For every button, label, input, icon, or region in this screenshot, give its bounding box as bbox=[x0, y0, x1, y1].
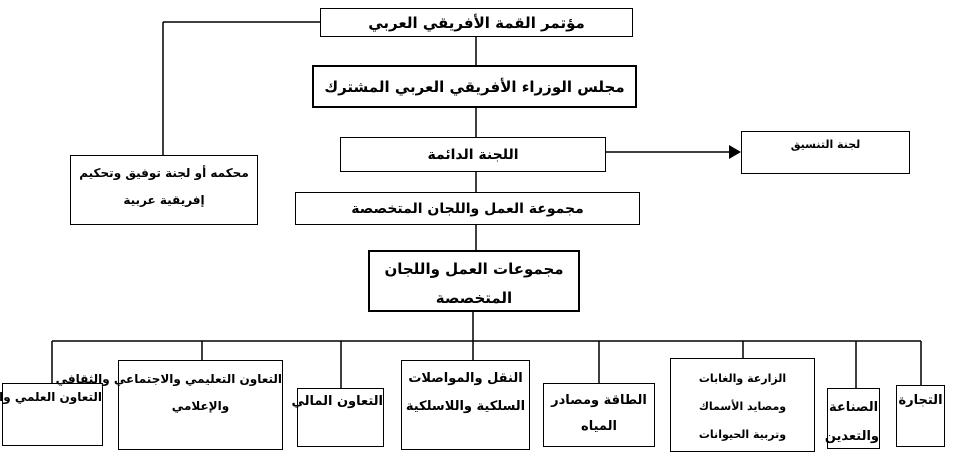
node-summit: مؤتمر القمة الأفريقي العربي bbox=[320, 8, 633, 37]
node-label: التجارة bbox=[898, 393, 943, 408]
node-committee-transport-telecom: النقل والمواصلات السلكية واللاسلكية bbox=[401, 360, 530, 450]
node-label: التعاون المالي bbox=[291, 394, 383, 409]
node-label: والتعدين bbox=[824, 429, 879, 444]
node-label: مجلس الوزراء الأفريقي العربي المشترك bbox=[324, 77, 625, 96]
node-label: السلكية واللاسلكية bbox=[405, 399, 526, 414]
node-label: مؤتمر القمة الأفريقي العربي bbox=[368, 13, 585, 32]
node-work-group: مجموعة العمل واللجان المتخصصة bbox=[295, 192, 640, 225]
node-arbitration-court: محكمه أو لجنة توفيق وتحكيم إفريقية عربية bbox=[70, 155, 258, 225]
node-committee-education-social-cultural-media: التعاون التعليمي والاجتماعي والثقافي وال… bbox=[55, 360, 283, 450]
node-label: المتخصصة bbox=[435, 289, 513, 307]
node-label: التعاون العلمي والفني bbox=[0, 390, 102, 404]
node-label: التعاون التعليمي والاجتماعي والثقافي bbox=[55, 372, 282, 386]
node-permanent-committee: اللجنة الدائمة bbox=[340, 137, 606, 172]
node-label: الزارعة والغابات bbox=[698, 372, 787, 385]
node-joint-ministers-council: مجلس الوزراء الأفريقي العربي المشترك bbox=[312, 65, 637, 108]
node-label: مجموعات العمل واللجان bbox=[384, 260, 564, 278]
node-label: الطاقة ومصادر bbox=[551, 393, 647, 408]
node-label: ومصايد الأسماك bbox=[698, 400, 787, 413]
node-committee-scientific-technical: التعاون العلمي والفني bbox=[0, 383, 103, 446]
node-label: مجموعة العمل واللجان المتخصصة bbox=[351, 200, 584, 217]
node-committee-industry-mining: الصناعة والتعدين bbox=[824, 388, 880, 449]
node-label: وتربية الحيوانات bbox=[698, 428, 787, 441]
node-committee-trade: التجارة bbox=[896, 385, 945, 447]
node-label: الصناعة bbox=[828, 400, 879, 415]
arrow-right-icon bbox=[729, 145, 741, 159]
node-coordination-committee: لجنة التنسيق bbox=[741, 131, 910, 174]
node-label: والإعلامي bbox=[171, 399, 230, 413]
node-committee-financial: التعاون المالي bbox=[291, 388, 384, 447]
node-committee-agriculture-forests-fisheries-livestock: الزارعة والغابات ومصايد الأسماك وتربية ا… bbox=[670, 358, 815, 452]
node-label: المياه bbox=[581, 419, 617, 434]
node-label: إفريقية عربية bbox=[123, 193, 205, 207]
node-work-groups: مجموعات العمل واللجان المتخصصة bbox=[368, 250, 580, 312]
node-label: اللجنة الدائمة bbox=[427, 146, 519, 163]
node-label: محكمه أو لجنة توفيق وتحكيم bbox=[79, 166, 249, 180]
node-label: لجنة التنسيق bbox=[790, 138, 861, 151]
node-label: النقل والمواصلات bbox=[408, 371, 523, 386]
node-committee-energy-water: الطاقة ومصادر المياه bbox=[543, 383, 655, 447]
